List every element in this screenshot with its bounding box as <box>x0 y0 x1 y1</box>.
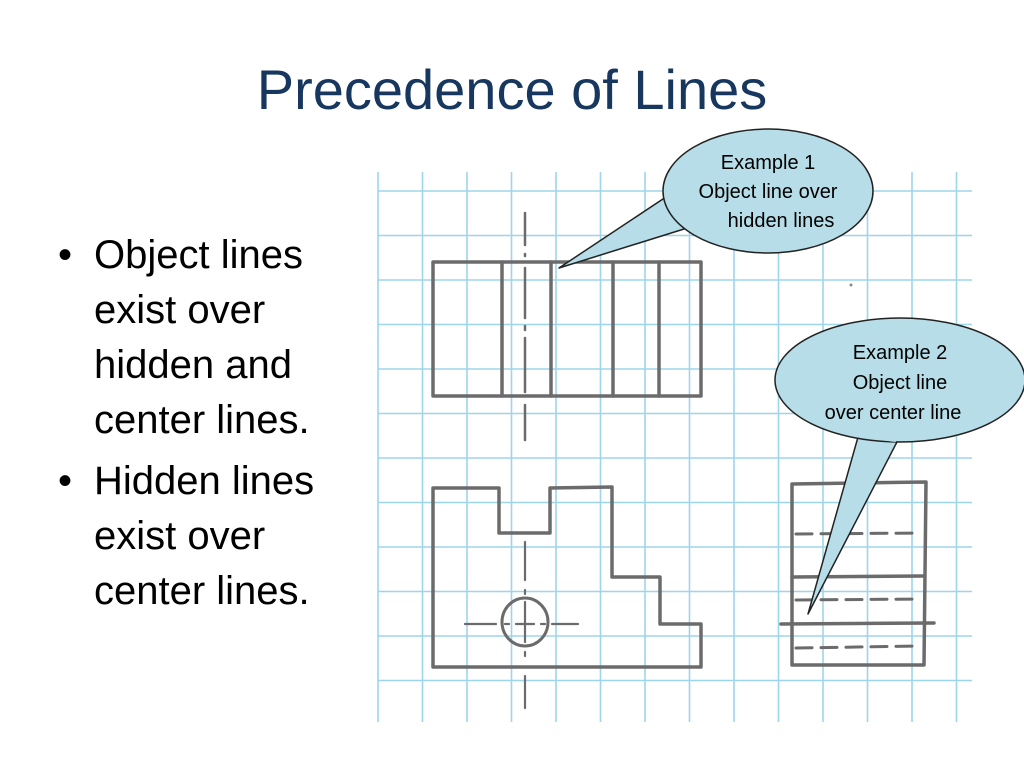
slide-title: Precedence of Lines <box>256 58 768 121</box>
callout-line: over center line <box>825 402 962 424</box>
bullet-text: Object lines exist over hidden and cente… <box>94 233 310 442</box>
bullet-text: Hidden lines exist over center lines. <box>94 459 315 613</box>
bullet-dot: • <box>58 459 73 503</box>
bullet-list: • Object lines exist over hidden and cen… <box>58 228 368 625</box>
top-view-outline <box>431 260 703 398</box>
callout-example-2: Example 2 Object line over center line <box>774 317 1024 615</box>
hole-circle <box>500 596 550 648</box>
callout-line: Object line <box>853 372 948 394</box>
object-line-over-center-line <box>779 621 936 626</box>
bullet-item: • Hidden lines exist over center lines. <box>58 454 368 619</box>
bullet-item: • Object lines exist over hidden and cen… <box>58 228 368 448</box>
callout-line: hidden lines <box>728 210 835 232</box>
callout-line: Example 1 <box>721 152 816 174</box>
callout-line: Object line over <box>699 181 838 203</box>
callout-bubble <box>774 317 1024 443</box>
front-view-outline <box>431 485 703 669</box>
callout-example-1: Example 1 Object line over hidden lines <box>558 128 874 269</box>
bullet-dot: • <box>58 233 73 277</box>
orthographic-sketch <box>431 211 936 710</box>
object-line <box>790 574 926 579</box>
side-view-outline <box>790 480 928 667</box>
center-lines-hole <box>463 540 580 710</box>
callout-line: Example 2 <box>853 342 948 364</box>
pencil-dot <box>849 283 853 287</box>
hidden-lines-side-view <box>794 531 922 650</box>
callout-bubble <box>662 128 874 254</box>
